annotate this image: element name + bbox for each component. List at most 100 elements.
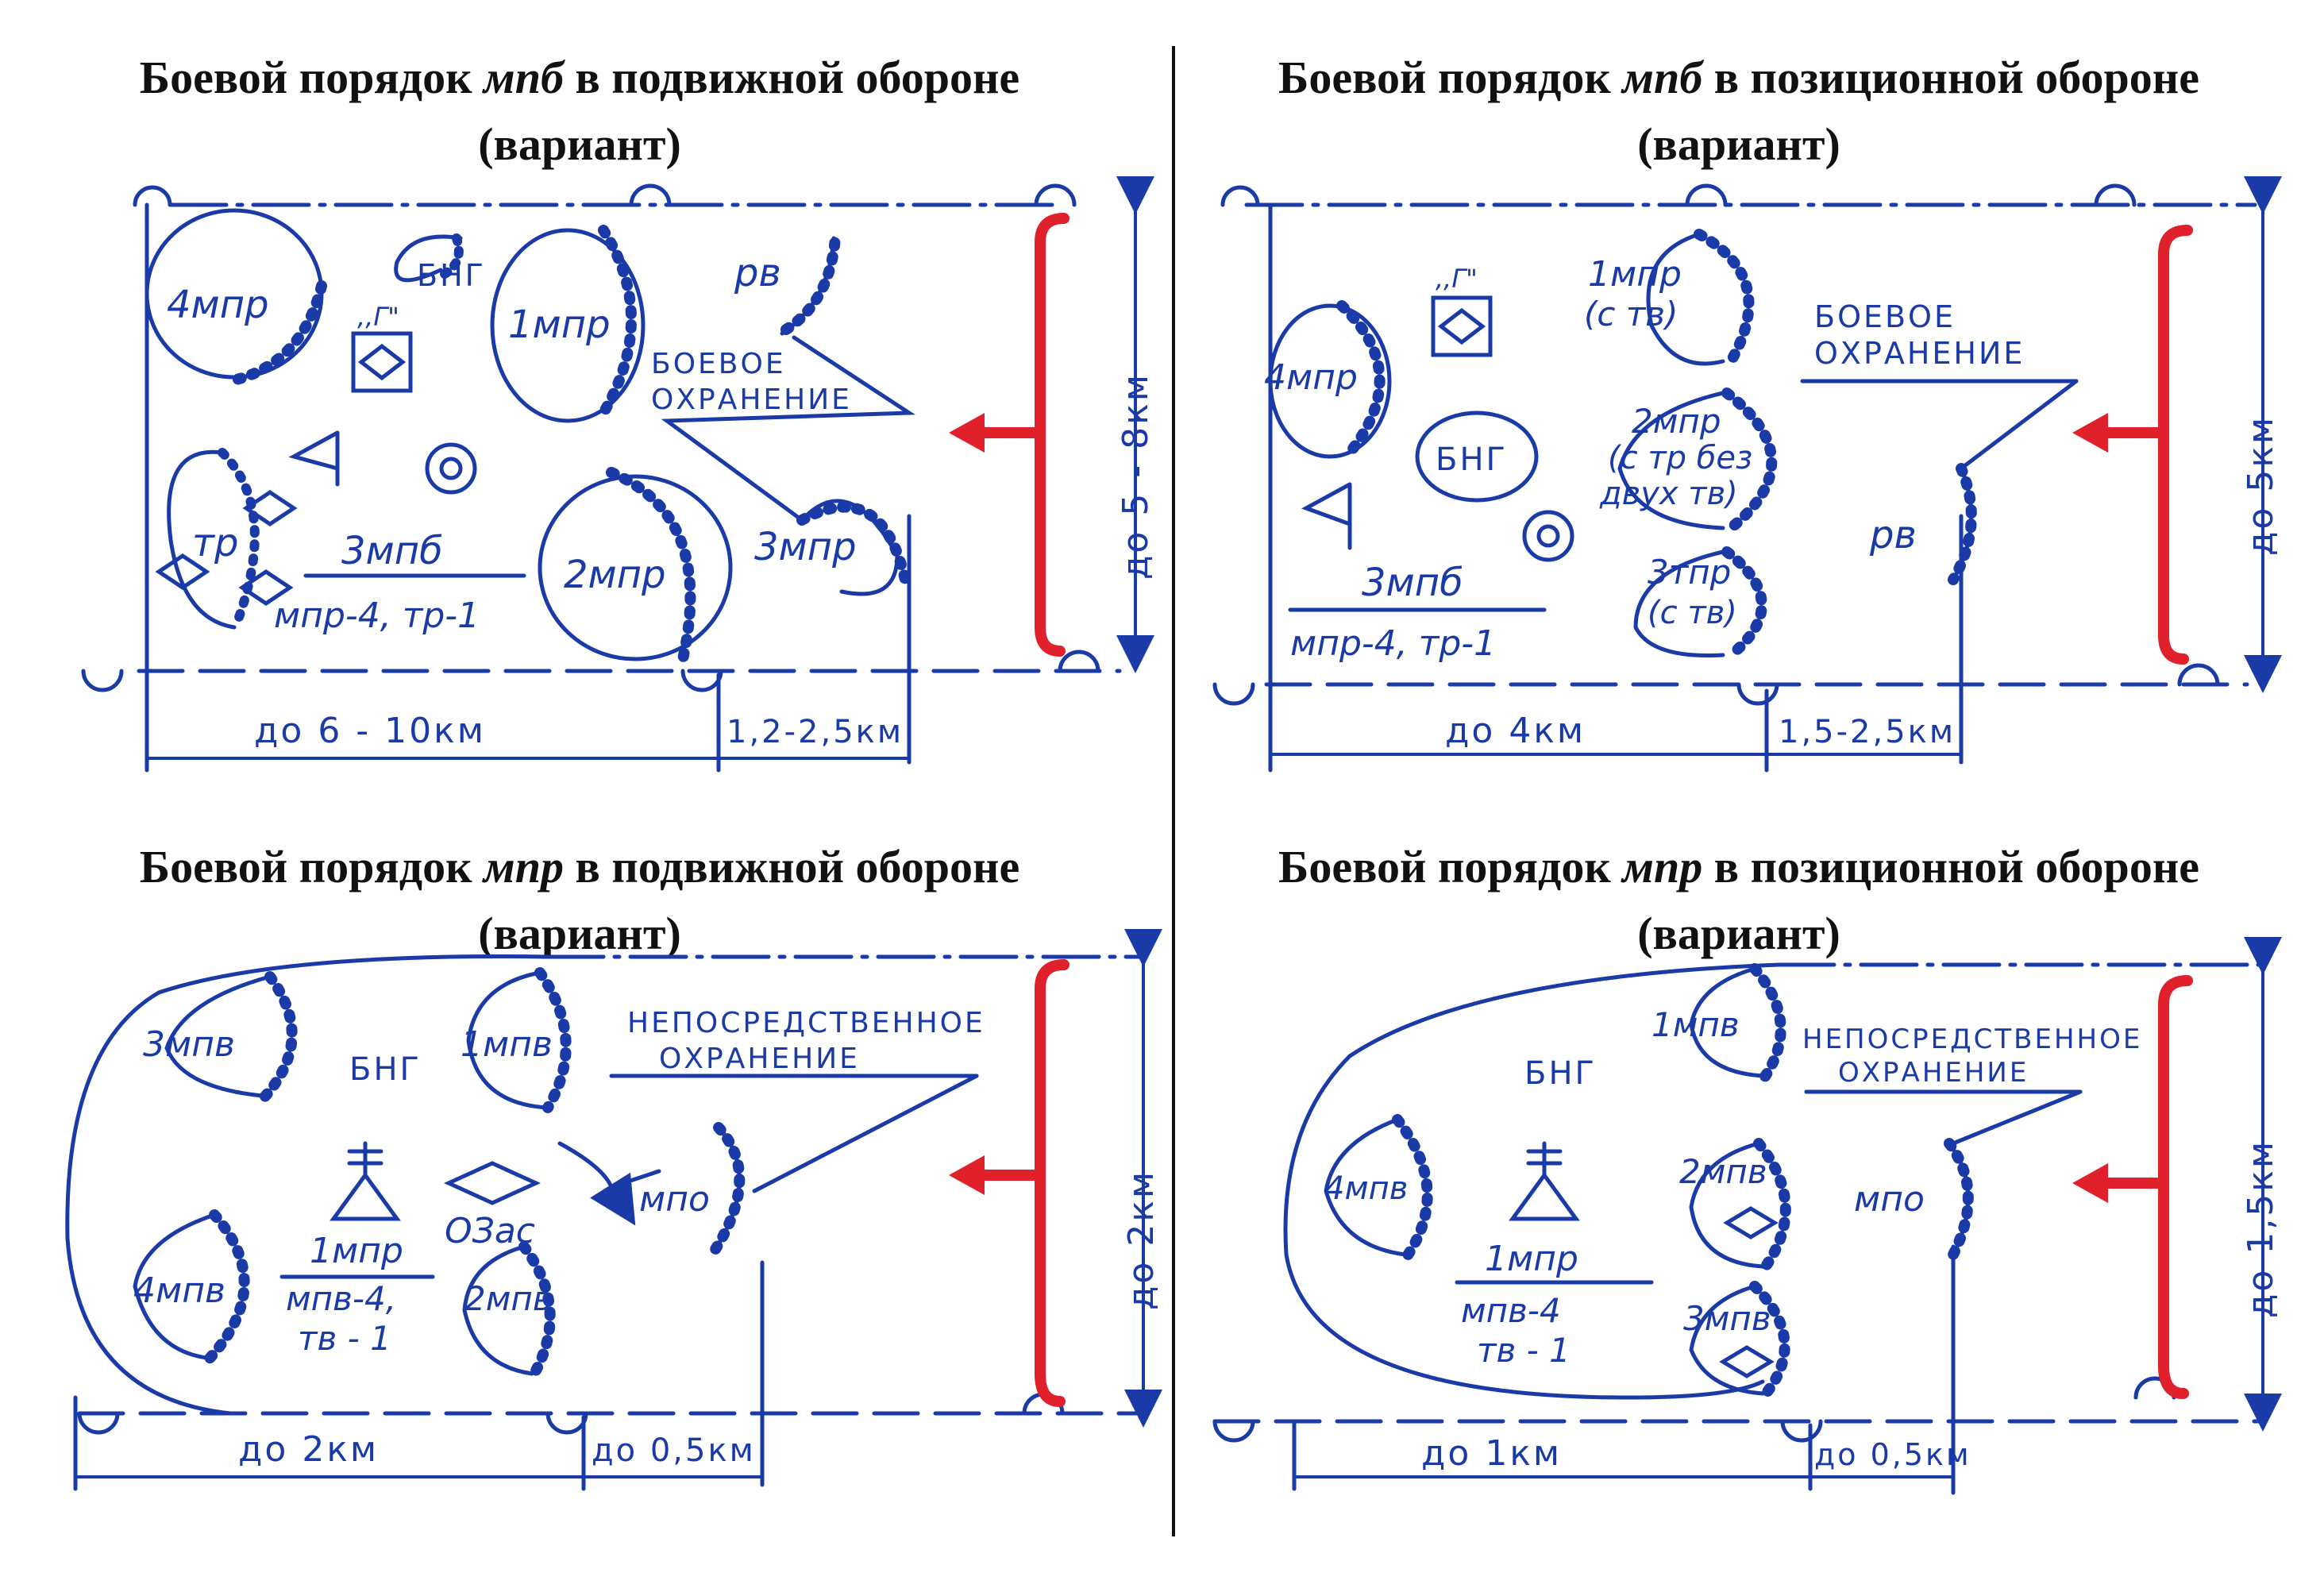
tick-arc [1749,963,1786,1085]
label-4mpr: 4мпр [167,283,269,327]
label-reserve-3: тв - 1 [298,1319,391,1358]
guard-leader [752,1074,979,1193]
enemy-bracket [2158,225,2193,665]
company-bng [394,234,463,283]
enemy-bracket [1035,959,1070,1407]
label-4mpv: 4мпв [1324,1170,1408,1207]
tank-symbol [238,569,294,607]
tick-arc [709,1122,746,1256]
commander-symbol [330,1141,401,1221]
company-1mpr [490,228,646,423]
tick-arc [796,501,911,585]
label-guard-1: НЕПОСРЕДСТВЕННОЕ [1802,1024,2142,1055]
boundary-arc [1212,682,1255,706]
label-reserve-2: мпв-4, [286,1279,396,1318]
tick-arc [598,225,637,418]
label-g: ,,Г" [357,302,399,332]
title-mpb-mobile: Боевой порядок мпб в подвижной обороне (… [139,52,1020,170]
panel-mpb-mobile [81,176,1154,773]
artillery-symbol-inner [439,457,463,480]
artillery-symbol-inner [1536,524,1560,548]
enemy-arrowhead [2072,413,2108,453]
label-gap: до 0,5км [1814,1437,1971,1472]
artillery-symbol [425,442,477,495]
tank-symbol [1723,1206,1779,1239]
label-reserve-2: мпр-4, тр-1 [274,596,480,636]
label-2mpr-note-1: (с тр без [1608,440,1752,476]
boundary-arc [133,185,172,207]
title-mpr-positional: Боевой порядок мпр в позиционной обороне… [1278,841,2199,959]
tick-arc [1749,1281,1790,1403]
label-guard-1: БОЕВОЕ [1814,299,1956,334]
label-guard-1: НЕПОСРЕДСТВЕННОЕ [627,1007,985,1039]
tick-arc [534,967,572,1113]
label-3mpv: 3мпв [143,1024,235,1065]
platoon-3mpv [164,974,272,1098]
flag-symbol [1301,482,1352,550]
label-guard-1: БОЕВОЕ [651,348,786,380]
label-guard-2: ОХРАНЕНИЕ [1814,336,2025,371]
label-gap: до 0,5км [592,1432,756,1469]
tick-arc [225,280,327,387]
tick-arc [606,467,696,665]
label-3mpr: 3мпр [754,525,857,569]
platoon-1mpv [1689,966,1765,1078]
tick-arc [518,1241,556,1383]
label-bng: БНГ [349,1051,422,1088]
platoon-4mpv [133,1212,217,1360]
enemy-arrowhead [949,413,985,453]
label-reserve-1: 1мпр [1485,1239,1578,1279]
tank-symbol [1719,1345,1775,1378]
label-guard-2: ОХРАНЕНИЕ [651,384,852,416]
label-depth: до 5км [2241,415,2281,556]
enemy-arrowhead [949,1155,985,1195]
label-width: до 4км [1445,711,1586,751]
company-bng [1415,411,1539,503]
tick-arc [1944,1138,1974,1260]
label-rv: рв [734,251,781,295]
enemy-arrow [949,959,1070,1407]
tank-platoon-area [167,449,237,630]
boundary-arc [2094,183,2137,207]
guard-leader [1951,1089,2083,1146]
label-mpo: мпо [1854,1179,1925,1220]
label-gap: 1,5-2,5км [1779,714,1956,750]
panel-mpb-positional [1212,176,2282,773]
tick-arc [780,233,841,335]
control-post-symbol [1437,307,1486,345]
label-reserve-1: 3мпб [1362,561,1463,605]
tick-arc [201,1209,250,1367]
tank-symbol [242,489,298,527]
tick-arc [1392,1114,1433,1264]
boundary-arc [1212,1419,1255,1443]
ozac-symbol [443,1161,541,1205]
control-post-g [1431,295,1493,357]
tick-arc [1721,546,1767,661]
label-guard-2: ОХРАНЕНИЕ [659,1043,860,1075]
boundary-arc [1685,183,1728,207]
label-depth: до 2км [1121,1170,1162,1310]
label-2mpr: 2мпр [1632,402,1721,441]
tick-arc [1753,1138,1791,1276]
tick-arc [1336,300,1386,458]
label-1mpr: 1мпр [508,303,611,347]
boundary-arc [77,1411,120,1435]
boundary-arc [1058,650,1100,673]
guard-leader [1959,379,2079,471]
company-2mpr [538,474,733,661]
enemy-bracket [1035,213,1070,657]
enemy-arrow [2072,975,2193,1399]
panel-mpr-mobile [65,929,1162,1491]
boundary-arc [545,1411,588,1435]
flag-symbol [288,430,340,487]
panel-mpb-mobile-labels: 4мпр БНГ ,,Г" 1мпр рв БОЕВОЕ ОХРАНЕНИЕ т… [167,251,1156,751]
label-rv: рв [1869,513,1917,557]
tick-arc [1948,463,1977,585]
company-1mpr [1646,232,1725,366]
title-mpb-positional: Боевой порядок мпб в позиционной обороне… [1278,52,2199,170]
label-depth: до 1,5км [2241,1139,2281,1318]
label-width: до 6 - 10км [254,711,486,751]
boundary-arc [2177,663,2220,687]
label-width: до 2км [238,1429,379,1470]
